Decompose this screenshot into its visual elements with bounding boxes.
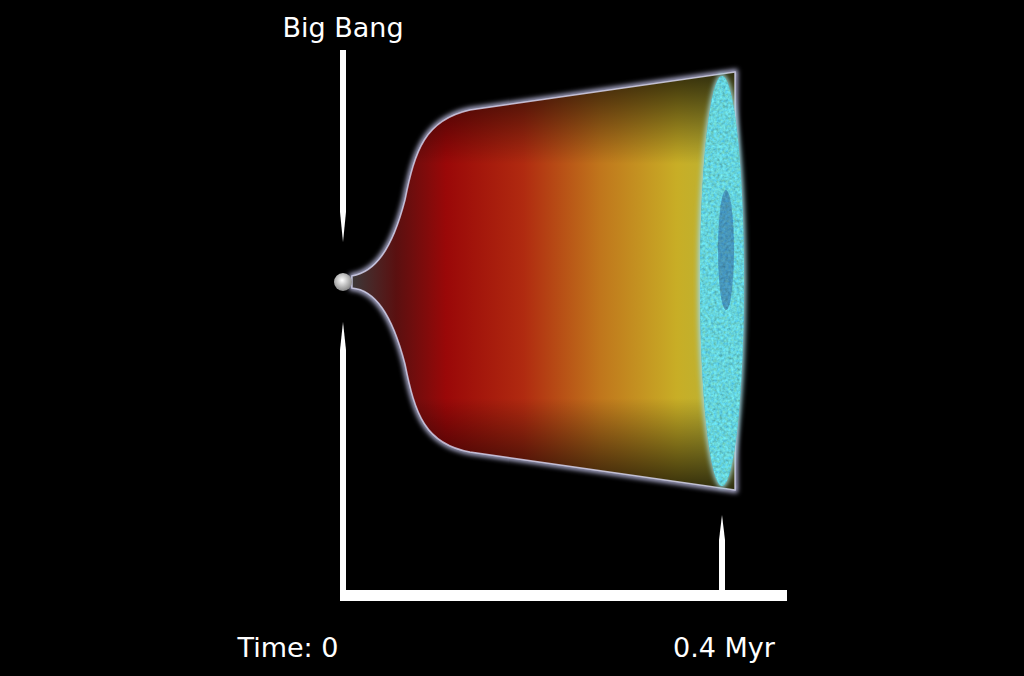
title-label: Big Bang (282, 13, 403, 43)
axis-label: 0.4 Myr (673, 633, 775, 663)
axis-label: Time: 0 (238, 633, 339, 663)
